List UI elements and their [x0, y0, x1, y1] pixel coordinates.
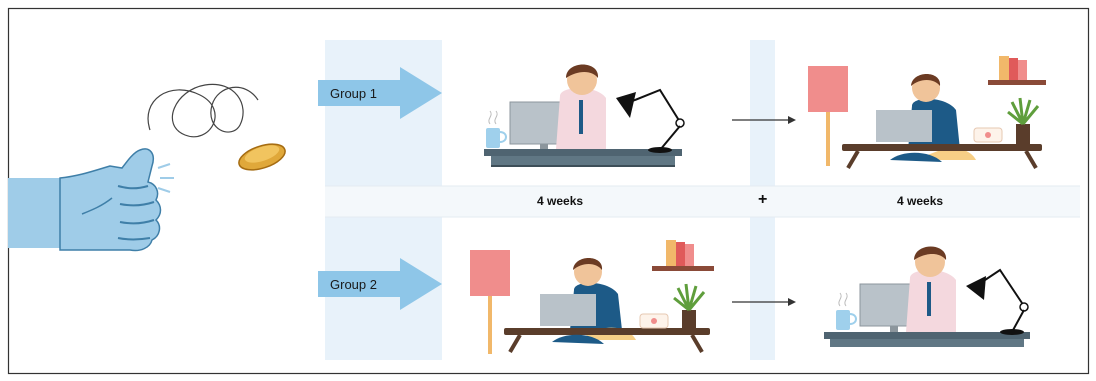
period-band	[325, 186, 1080, 217]
period-1-label: 4 weeks	[537, 194, 584, 208]
group-1-arrow	[318, 67, 442, 119]
standing-desk-scene-1	[484, 64, 685, 167]
group-2-label: Group 2	[330, 277, 377, 292]
group-1-label: Group 1	[330, 86, 377, 101]
combine-plus-symbol: +	[758, 191, 768, 208]
transition-arrow-1	[732, 116, 796, 124]
group-2-arrow	[318, 258, 442, 310]
standing-desk-scene-2	[824, 246, 1030, 347]
transition-arrow-2	[732, 298, 796, 306]
sitting-desk-scene-2	[470, 240, 714, 354]
coin-icon	[147, 83, 286, 171]
sitting-desk-scene-1	[808, 56, 1046, 170]
coin-flip-hand-icon	[8, 148, 174, 252]
period-2-label: 4 weeks	[897, 194, 944, 208]
